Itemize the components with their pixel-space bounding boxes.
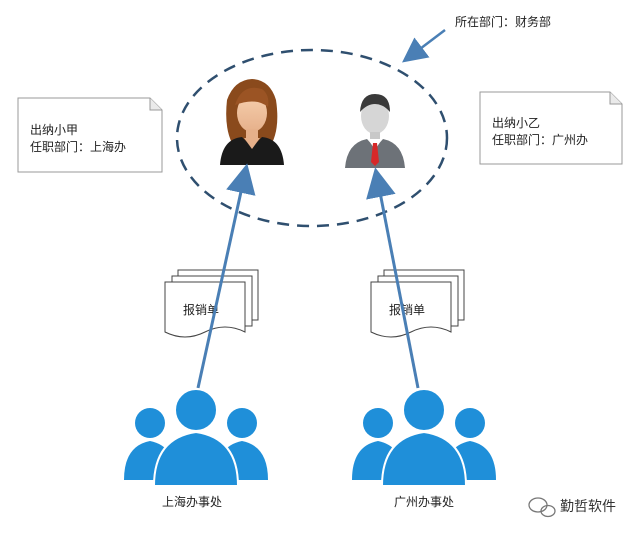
cashier-a-note: 出纳小甲 任职部门：上海办 <box>17 97 163 173</box>
doc-left-label: 报销单 <box>183 302 219 317</box>
male-cashier-icon <box>345 94 405 168</box>
wechat-icon <box>528 497 556 518</box>
department-circle <box>175 48 449 228</box>
cashier-a-department: 任职部门：上海办 <box>30 139 126 154</box>
office-left-label: 上海办事处 <box>162 494 222 509</box>
people-group-right-icon <box>352 388 496 487</box>
expense-form-right: 报销单 <box>370 269 465 338</box>
doc-right-label: 报销单 <box>389 302 425 317</box>
cashier-a-name: 出纳小甲 <box>30 123 78 137</box>
caption-pointer-arrow <box>402 29 446 63</box>
department-caption: 所在部门：财务部 <box>455 14 551 29</box>
flow-arrow-right <box>366 167 420 389</box>
watermark-text: 勤哲软件 <box>560 499 616 515</box>
cashier-b-department: 任职部门：广州办 <box>492 132 588 147</box>
watermark: 勤哲软件 <box>528 497 616 518</box>
cashier-b-name: 出纳小乙 <box>492 116 540 130</box>
flow-arrow-left <box>196 163 256 389</box>
cashier-b-note: 出纳小乙 任职部门：广州办 <box>479 91 623 165</box>
people-group-left-icon <box>124 388 268 487</box>
female-cashier-icon <box>220 79 284 165</box>
expense-form-left: 报销单 <box>164 269 259 338</box>
office-right-label: 广州办事处 <box>394 494 454 509</box>
